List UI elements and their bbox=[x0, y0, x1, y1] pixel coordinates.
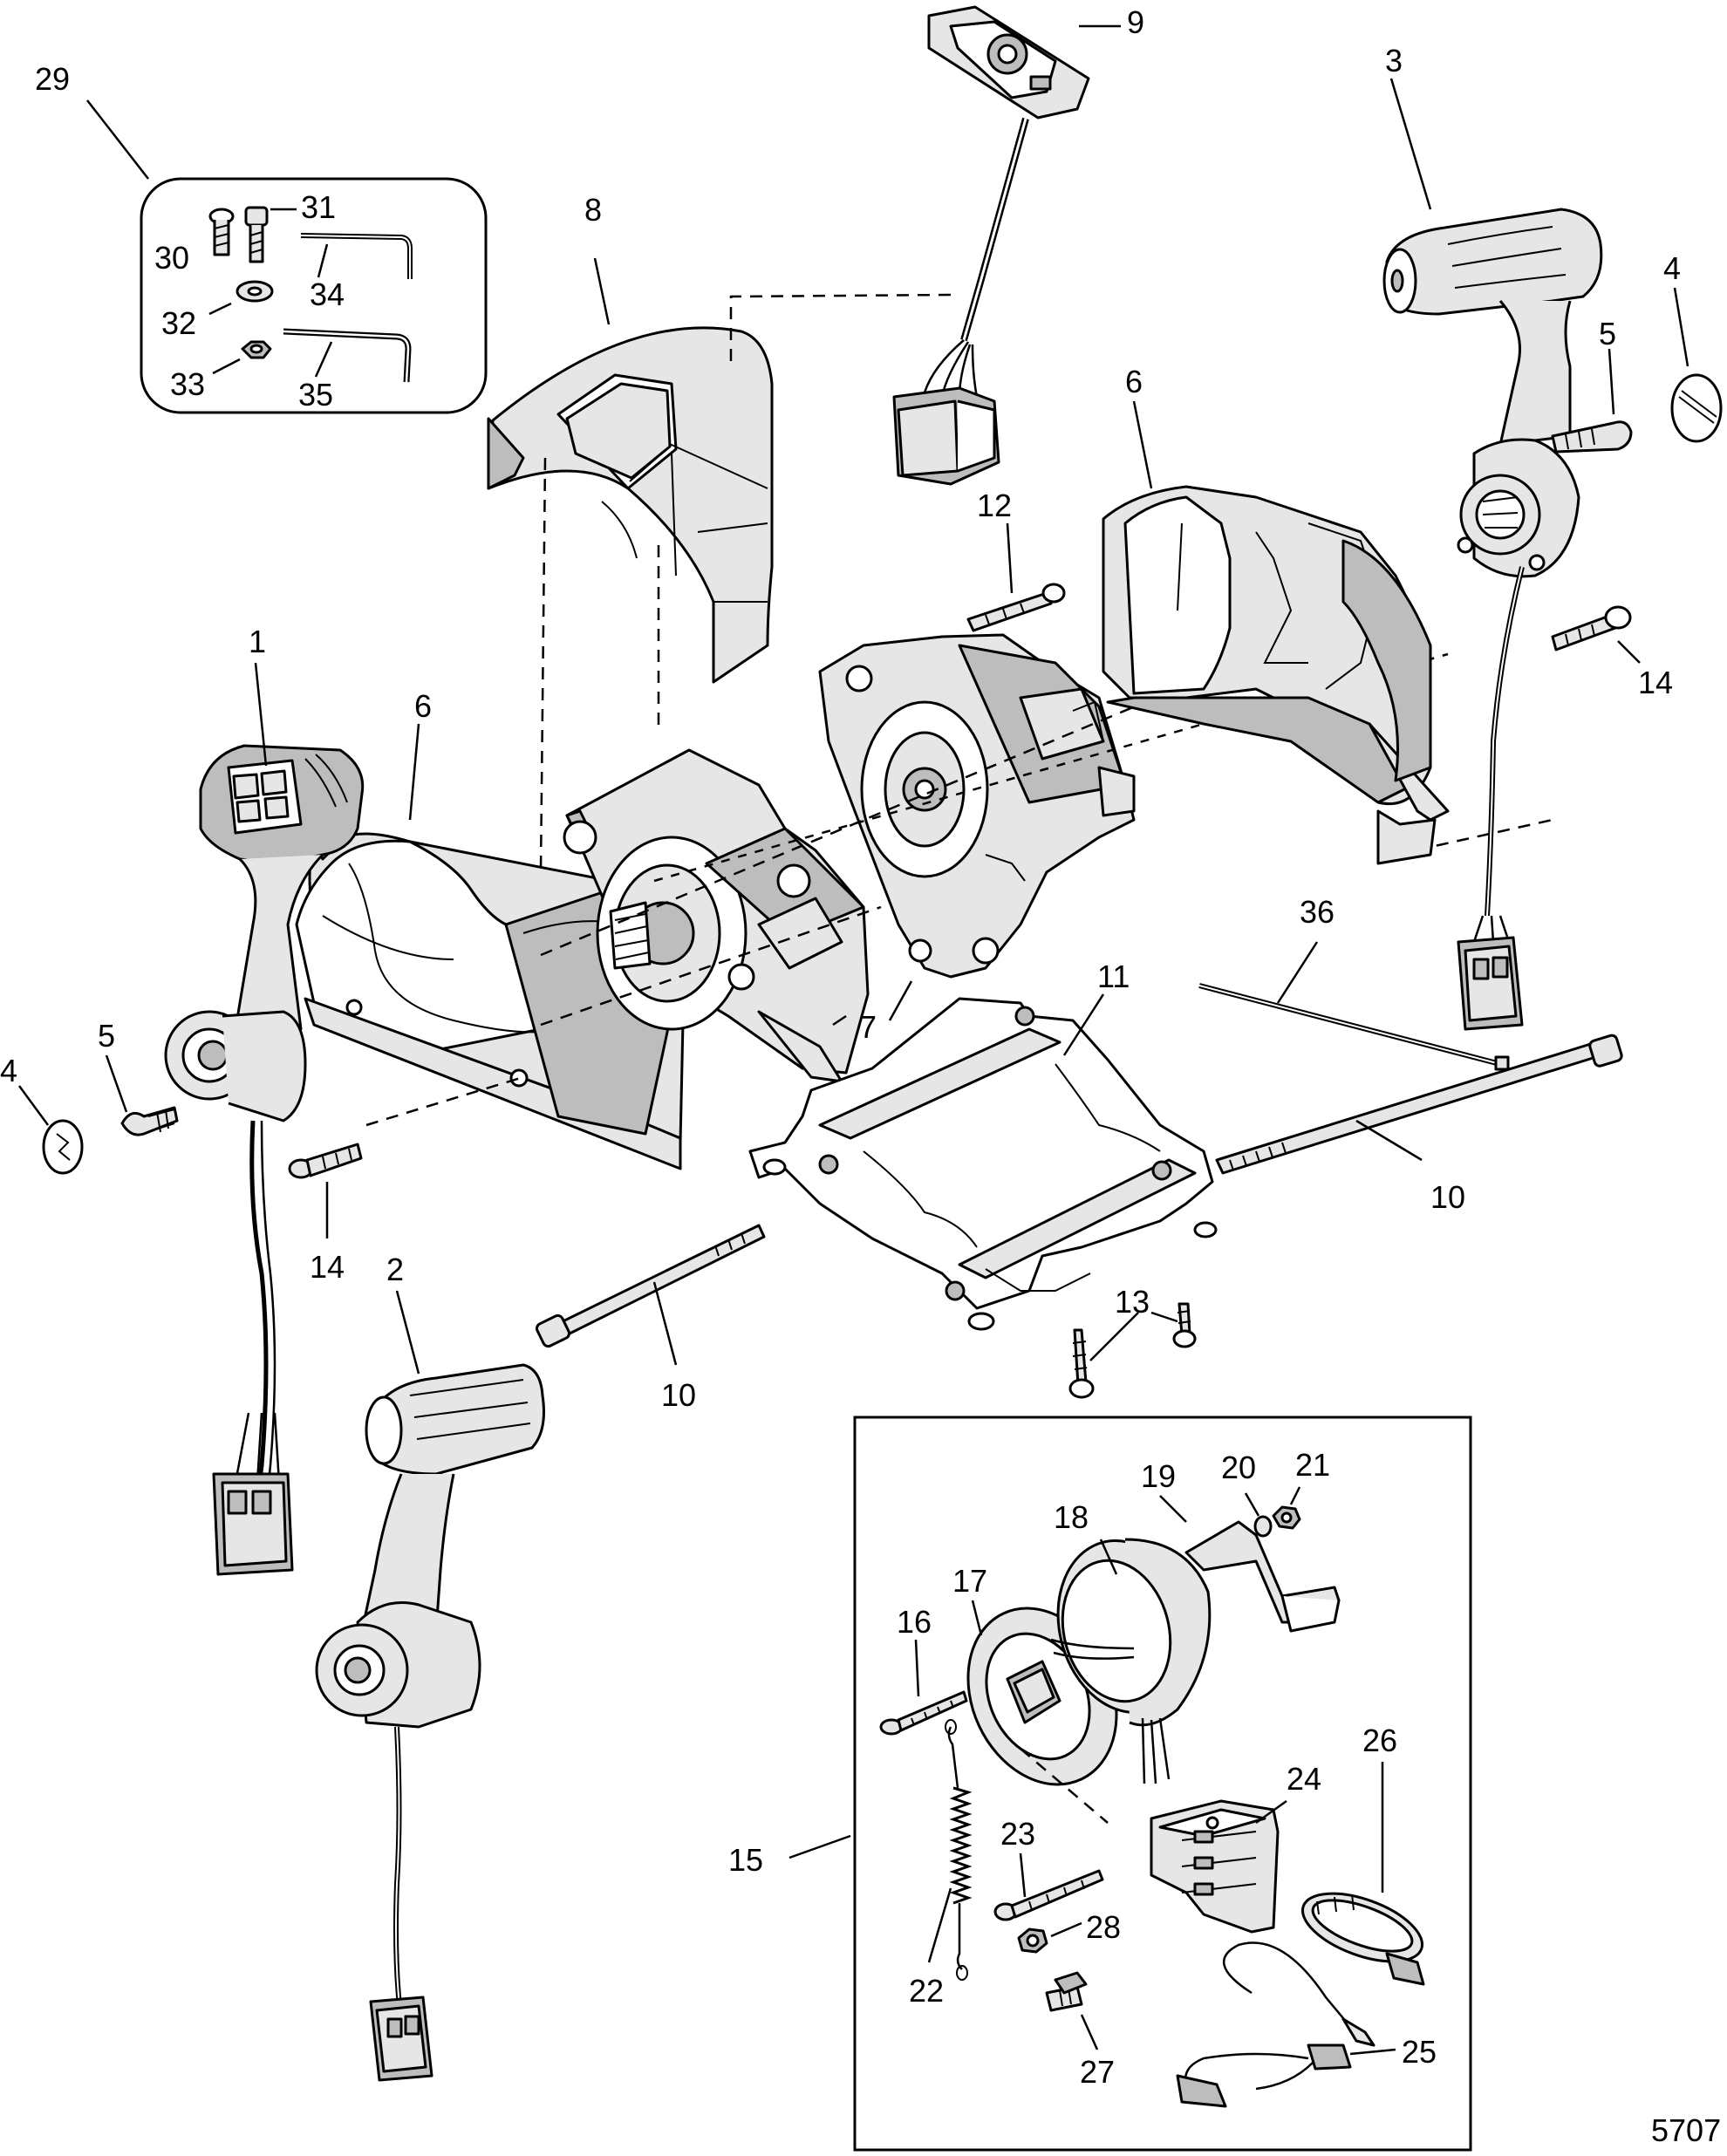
callout-10-lower: 10 bbox=[661, 1377, 696, 1413]
callout-20: 20 bbox=[1221, 1450, 1256, 1485]
callout-35: 35 bbox=[298, 377, 333, 413]
motor-assembly-7-right bbox=[818, 633, 1136, 979]
callout-5-right: 5 bbox=[1599, 316, 1616, 351]
screw-5-right bbox=[1551, 420, 1633, 454]
callout-17: 17 bbox=[952, 1563, 987, 1599]
callout-12: 12 bbox=[977, 488, 1012, 523]
callout-31: 31 bbox=[301, 189, 336, 225]
handle-lever-3 bbox=[1382, 208, 1603, 1031]
callout-8: 8 bbox=[584, 192, 602, 228]
screw-23 bbox=[993, 1869, 1104, 1921]
bolt-10-lower bbox=[536, 1224, 766, 1348]
bolt-10-upper bbox=[1215, 1034, 1623, 1175]
nut-28 bbox=[1017, 1927, 1048, 1954]
cable-tie-36 bbox=[1198, 983, 1510, 1071]
screw-30 bbox=[208, 208, 235, 256]
callout-1: 1 bbox=[249, 624, 266, 659]
callout-14-left: 14 bbox=[310, 1249, 345, 1285]
terminal-block-24 bbox=[1150, 1799, 1280, 1934]
callout-13: 13 bbox=[1115, 1284, 1150, 1320]
callout-25: 25 bbox=[1402, 2034, 1437, 2070]
hex-key-34 bbox=[300, 233, 413, 279]
callout-14-right: 14 bbox=[1638, 665, 1673, 700]
screw-16 bbox=[879, 1690, 968, 1736]
harness-keypad-9 bbox=[892, 5, 1090, 486]
nut-21 bbox=[1272, 1505, 1301, 1530]
callout-4-left: 4 bbox=[0, 1053, 17, 1088]
handle-lever-1 bbox=[164, 744, 365, 1576]
callout-4-right: 4 bbox=[1663, 250, 1681, 286]
top-cover-8 bbox=[487, 326, 774, 684]
trim-kit-inset-15 bbox=[788, 1416, 1472, 2152]
screw-27 bbox=[1045, 1971, 1088, 2012]
washer-20 bbox=[1253, 1515, 1273, 1538]
callout-36: 36 bbox=[1300, 894, 1334, 930]
hex-key-35 bbox=[283, 328, 412, 383]
callout-6-left: 6 bbox=[414, 688, 432, 724]
callout-5-left: 5 bbox=[98, 1018, 115, 1054]
left-side-cover-6 bbox=[295, 832, 686, 1170]
callout-22: 22 bbox=[909, 1973, 944, 2009]
handle-lever-2 bbox=[315, 1363, 545, 2082]
screw-14-right bbox=[1551, 605, 1632, 652]
callout-6-right: 6 bbox=[1125, 364, 1143, 399]
washer-32 bbox=[208, 280, 274, 316]
callout-27: 27 bbox=[1080, 2054, 1115, 2090]
figure-number: 5707 bbox=[1651, 2112, 1721, 2148]
callout-34: 34 bbox=[310, 276, 345, 312]
screws-13 bbox=[1068, 1302, 1197, 1399]
callout-3: 3 bbox=[1385, 43, 1403, 78]
mount-bracket-11 bbox=[748, 997, 1218, 1331]
nut-33 bbox=[212, 340, 272, 375]
bracket-19 bbox=[1184, 1520, 1341, 1633]
callout-33: 33 bbox=[170, 366, 205, 402]
callout-10-right: 10 bbox=[1430, 1179, 1465, 1215]
screw-5-left bbox=[120, 1106, 179, 1136]
callout-labels: 1 2 3 4 4 5 5 6 6 7 8 9 10 10 11 12 13 1… bbox=[0, 4, 1721, 2148]
callout-24: 24 bbox=[1287, 1761, 1321, 1797]
callout-32: 32 bbox=[161, 305, 196, 341]
callout-26: 26 bbox=[1362, 1723, 1397, 1758]
callout-9: 9 bbox=[1127, 4, 1144, 40]
callout-30: 30 bbox=[154, 240, 189, 276]
screw-14-left bbox=[288, 1143, 363, 1179]
callout-29: 29 bbox=[35, 61, 70, 97]
callout-2: 2 bbox=[386, 1252, 404, 1287]
callout-21: 21 bbox=[1295, 1447, 1330, 1483]
callout-23: 23 bbox=[1000, 1816, 1035, 1852]
sensor-lead-25 bbox=[1176, 1941, 1396, 2108]
callout-28: 28 bbox=[1086, 1909, 1121, 1945]
motor-assembly-7-left bbox=[563, 748, 870, 1083]
callout-19: 19 bbox=[1141, 1458, 1176, 1494]
callout-18: 18 bbox=[1054, 1499, 1089, 1535]
cap-4-left bbox=[42, 1119, 84, 1175]
hardware-kit-inset bbox=[86, 99, 488, 414]
callout-16: 16 bbox=[897, 1604, 932, 1640]
callout-11: 11 bbox=[1097, 959, 1130, 994]
callout-7: 7 bbox=[859, 1009, 877, 1045]
screw-12 bbox=[966, 583, 1066, 632]
callout-15: 15 bbox=[728, 1842, 763, 1878]
right-side-cover-6 bbox=[1102, 485, 1450, 865]
cap-4-right bbox=[1670, 373, 1723, 443]
screw-31 bbox=[244, 206, 297, 263]
hose-clamp-26 bbox=[1300, 1892, 1425, 1986]
spring-22 bbox=[945, 1719, 973, 1981]
